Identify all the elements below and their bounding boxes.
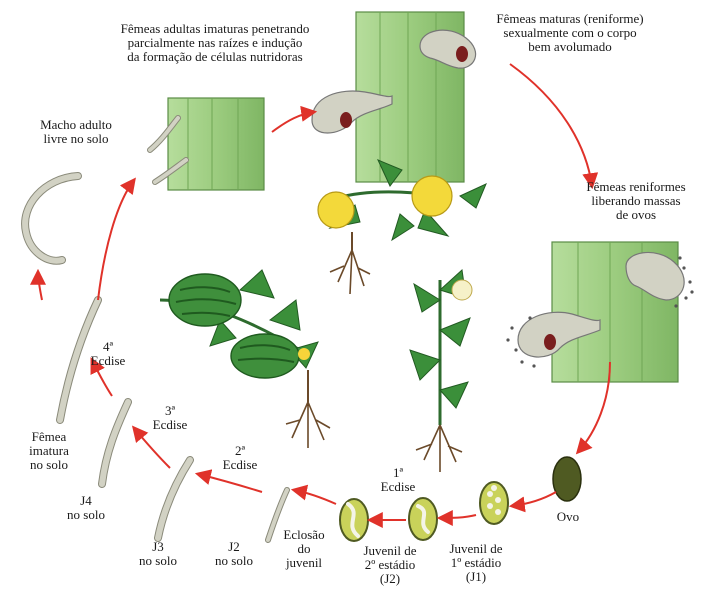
label-egg: Ovo [548,510,588,524]
egg [553,457,581,501]
arrow-j3-to-j4 [134,428,170,468]
root-segment-penetration [168,98,264,190]
juvenile-j3-worm [158,460,190,538]
egg-j2-hatching [340,499,368,541]
label-moult-2: 2ª Ecdise [210,444,270,472]
label-j4-soil: J4 no solo [56,494,116,522]
arrow-j1-to-j2 [440,515,476,518]
arrow-mature-to-egg-masses [510,64,592,186]
label-j1: Juvenil de 1º estádio (J1) [436,542,516,584]
arrow-hatching-to-j2-soil [294,490,336,504]
arrow-egg-to-j1 [512,492,556,506]
egg-with-j2-inside [409,498,437,540]
adult-male-worm [25,176,78,261]
label-j3-soil: J3 no solo [128,540,188,568]
label-j2-stage: Juvenil de 2º estádio (J2) [350,544,430,586]
arrow-immature-female-to-penetration [98,180,134,300]
juvenile-j4-worm [102,402,128,484]
label-mature-females: Fêmeas maturas (reniforme) sexualmente c… [472,12,668,54]
arrow-to-male [38,272,42,300]
label-hatching: Eclosão do juvenil [274,528,334,570]
label-male-adult: Macho adulto livre no solo [16,118,136,146]
label-immature-female: Fêmea imatura no solo [14,430,84,472]
arrow-j2-to-j3 [198,474,262,492]
label-moult-1: 1ª Ecdise [368,466,428,494]
label-females-releasing-eggs: Fêmeas reniformes liberando massas de ov… [566,180,706,222]
label-adult-females-penetrating: Fêmeas adultas imaturas penetrando parci… [90,22,340,64]
label-moult-4: 4ª Ecdise [78,340,138,368]
egg-with-j1 [480,482,508,524]
label-moult-3: 3ª Ecdise [140,404,200,432]
arrow-penetration-to-mature [272,112,314,132]
cotton-plant-illustration [410,270,472,472]
label-j2-soil: J2 no solo [204,540,264,568]
